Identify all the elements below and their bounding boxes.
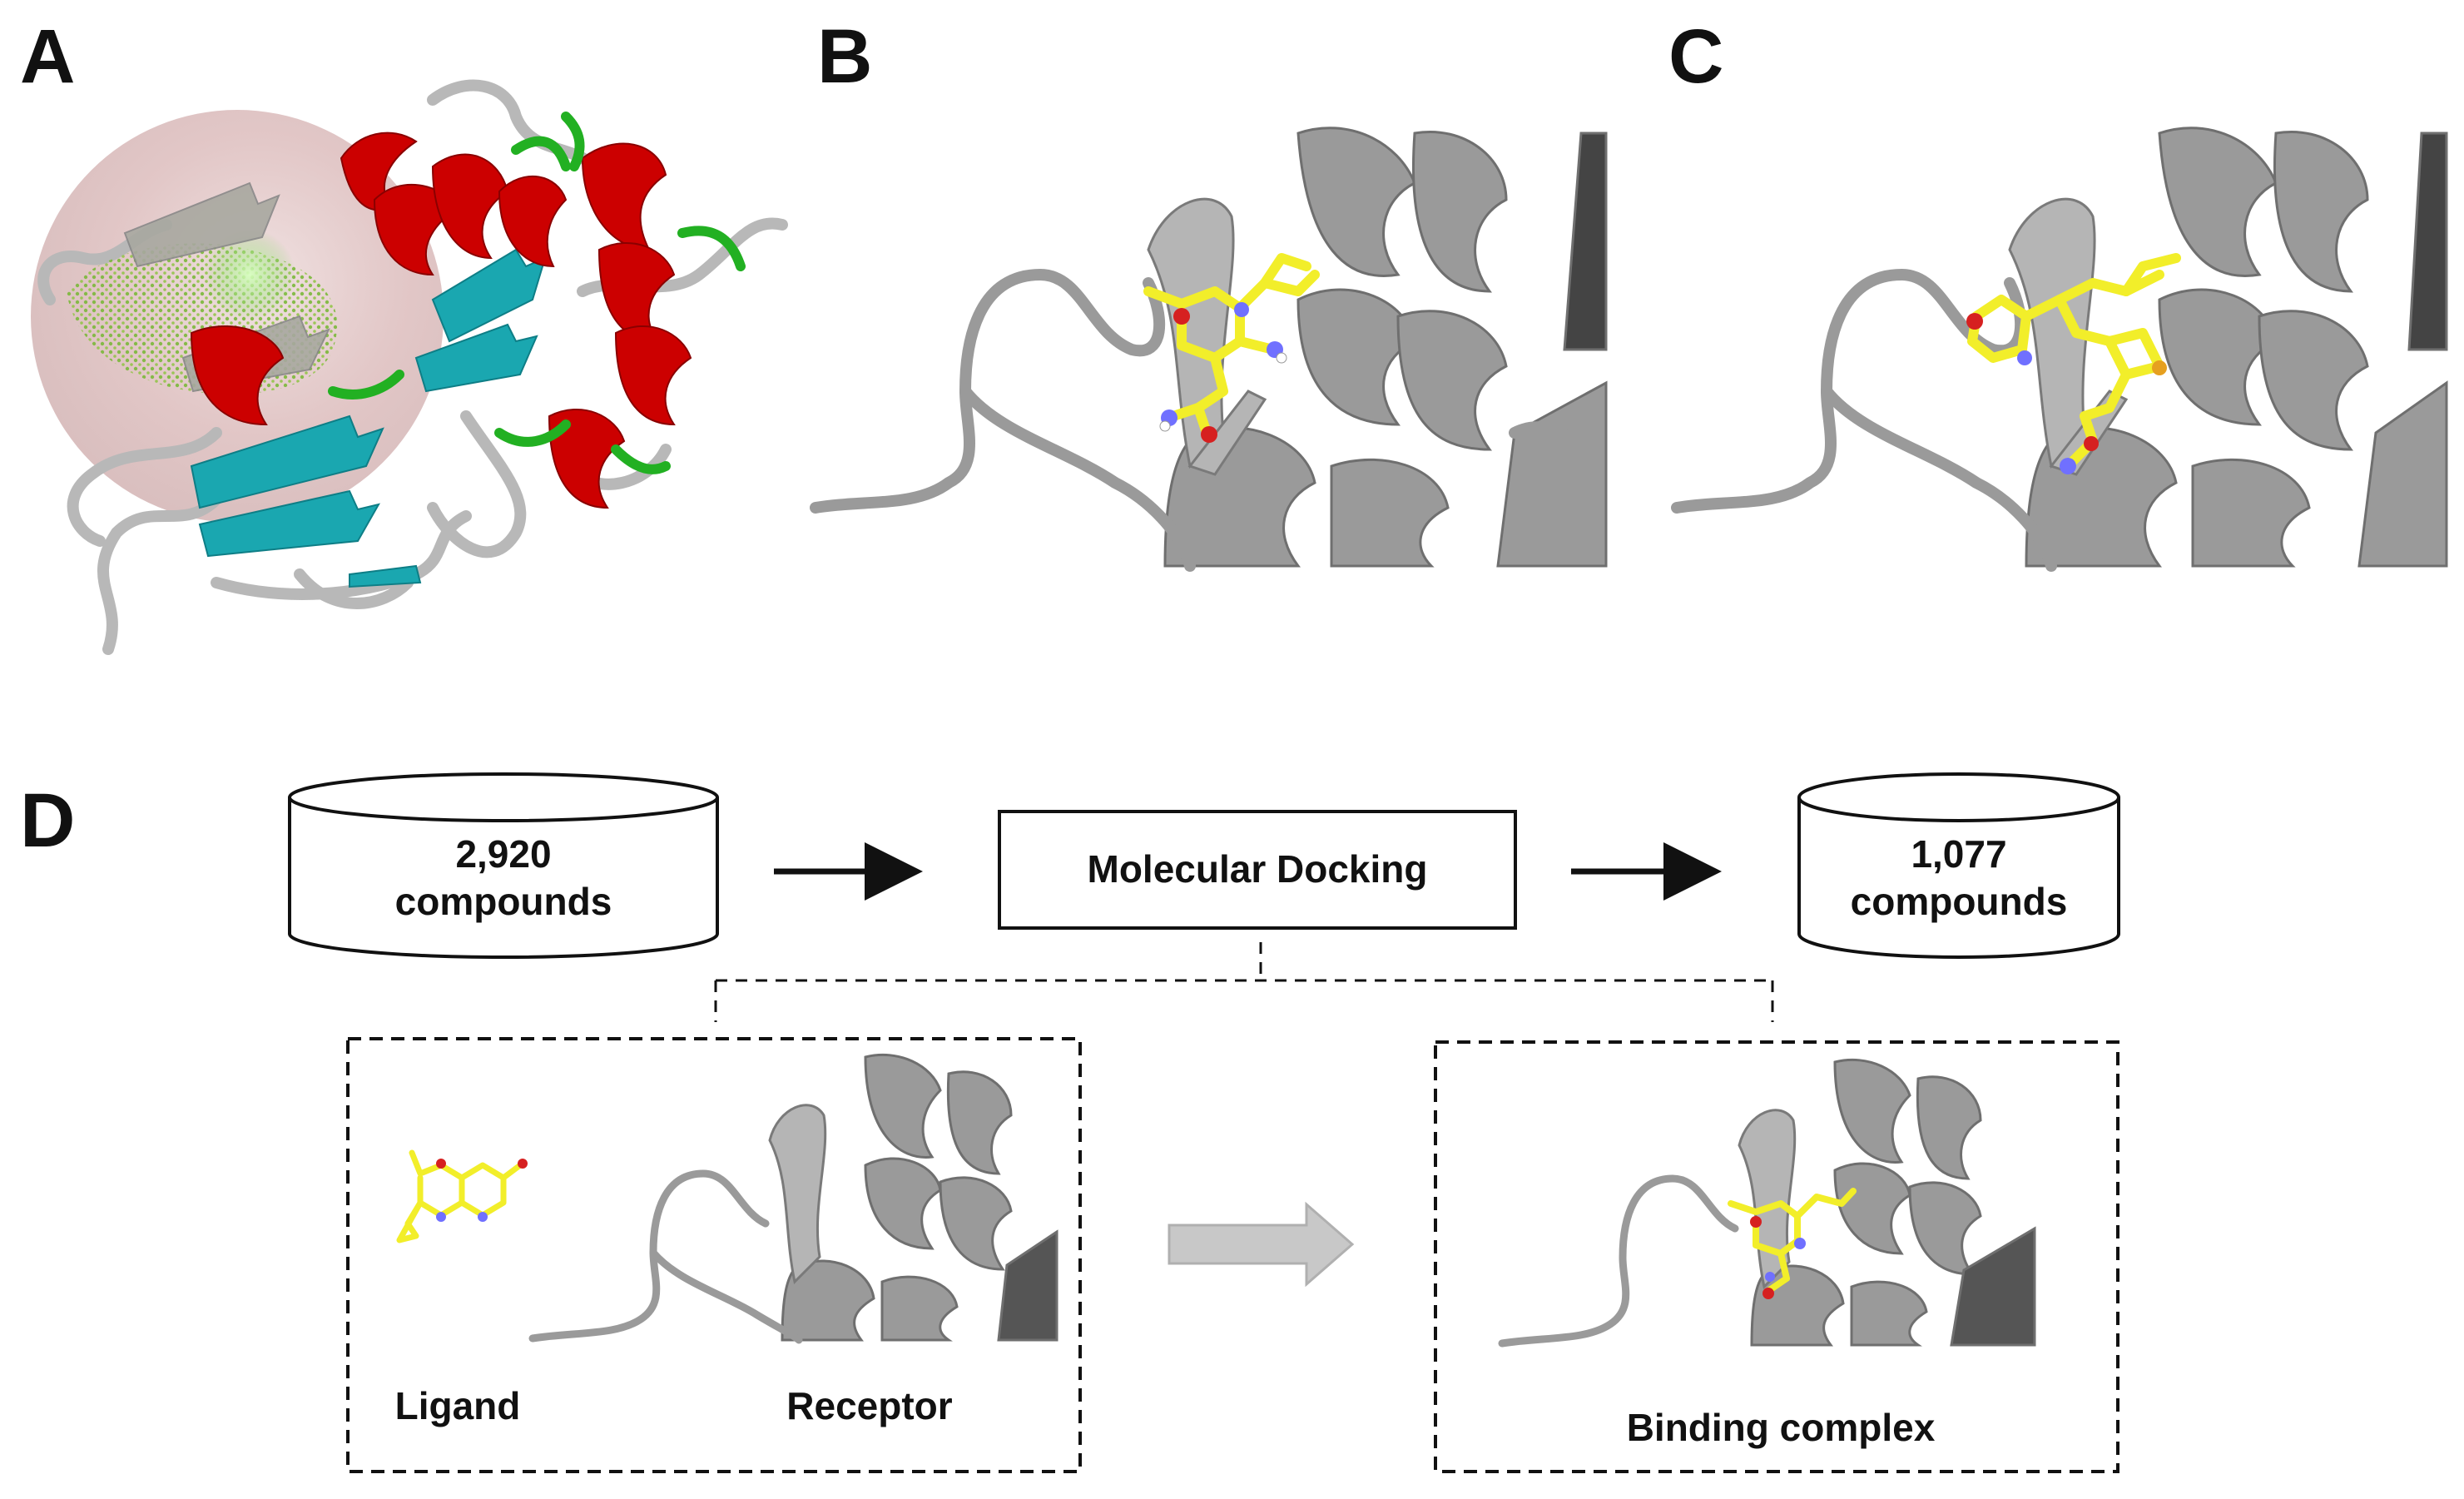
binding-site-sphere xyxy=(31,110,444,523)
receptor-structure xyxy=(528,1053,1058,1344)
ligand-molecule xyxy=(396,1149,523,1243)
output-db-count: 1,077 xyxy=(1911,831,2007,876)
receptor-label: Receptor xyxy=(786,1384,953,1427)
input-db-unit: compounds xyxy=(394,880,612,923)
output-db-label: 1,077 compounds xyxy=(1801,828,2117,928)
input-db-label: 2,920 compounds xyxy=(291,828,716,928)
panel-label-c: C xyxy=(1668,14,1724,99)
transformation-arrow xyxy=(1168,1201,1355,1288)
binding-complex-structure xyxy=(1498,1058,2036,1348)
panel-label-b: B xyxy=(817,14,873,99)
panel-label-a: A xyxy=(20,14,76,99)
process-label: Molecular Docking xyxy=(1087,847,1428,891)
output-db-unit: compounds xyxy=(1850,880,2068,923)
panel-label-d: D xyxy=(20,778,76,863)
ligand-label: Ligand xyxy=(394,1384,521,1427)
input-db-count: 2,920 xyxy=(455,831,552,876)
binding-complex-label: Binding complex xyxy=(1626,1406,1936,1449)
